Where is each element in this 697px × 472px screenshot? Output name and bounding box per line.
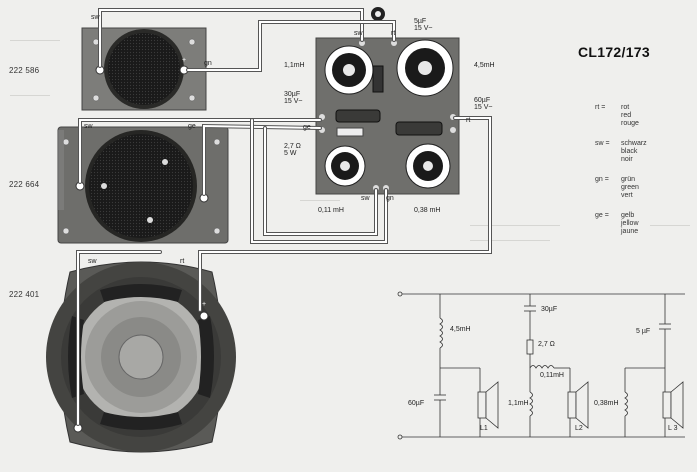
wire-label-tweeter-sw: sw: [91, 14, 100, 21]
legend-key: rt =: [595, 104, 606, 111]
legend-value: jaune: [621, 228, 639, 235]
wire-label-mid-sw: sw: [84, 123, 93, 130]
board-l45-label: 4,5mH: [474, 62, 495, 69]
schematic: [397, 291, 685, 440]
schematic-l2-series-ind: 0,11mH: [540, 372, 564, 379]
wire-label-board-ge: ge: [303, 124, 311, 131]
schematic-l2-res: 2,7 Ω: [538, 341, 555, 348]
schematic-l2-shunt-ind: 1,1mH: [508, 400, 529, 407]
legend-value: vert: [621, 192, 633, 199]
legend-key: sw =: [595, 140, 610, 147]
part-number-tweeter: 222 586: [9, 66, 40, 75]
legend-value: rot: [621, 104, 630, 111]
woofer-speaker: +: [46, 261, 236, 453]
board-res27-power: 5 W: [284, 150, 297, 157]
board-cap30-voltage: 15 V~: [284, 98, 303, 105]
schematic-l1-name: L1: [480, 425, 488, 432]
crossover-board: [315, 7, 460, 195]
schematic-l3-name: L 3: [668, 425, 678, 432]
legend-value: green: [621, 184, 639, 191]
legend-value: grün: [621, 176, 636, 183]
schematic-l2-cap: 30µF: [541, 306, 558, 313]
legend-value: black: [621, 148, 638, 155]
legend-value: jellow: [621, 220, 639, 227]
tweeter-speaker: +: [81, 27, 207, 111]
wire-label-board-rt-right: rt: [466, 117, 471, 124]
wire-label-board-gn-bottom: gn: [386, 195, 394, 202]
wire-label-board-sw-bottom: sw: [361, 195, 370, 202]
board-l038-label: 0,38 mH: [414, 207, 441, 214]
legend-value: noir: [621, 156, 633, 163]
board-cap30-value: 30µF: [284, 91, 301, 98]
part-number-midrange: 222 664: [9, 180, 40, 189]
legend-value: rouge: [621, 120, 639, 127]
board-cap60-value: 60µF: [474, 97, 491, 104]
board-cap5-value: 5µF: [414, 18, 427, 25]
schematic-l1-cap: 60µF: [408, 400, 425, 407]
midrange-speaker: +: [57, 126, 229, 244]
schematic-l3-cap: 5 µF: [636, 328, 651, 335]
schematic-l2-name: L2: [575, 425, 583, 432]
legend-value: gelb: [621, 212, 635, 219]
wire-label-board-sw-top: sw: [354, 30, 363, 37]
wire-label-woofer-sw: sw: [88, 258, 97, 265]
wires: [76, 8, 492, 426]
board-l011-label: 0,11 mH: [318, 207, 344, 214]
svg-text:+: +: [182, 57, 186, 64]
schematic-l1-inductor: 4,5mH: [450, 326, 471, 333]
model-title: CL172/173: [578, 44, 650, 60]
board-res27-value: 2,7 Ω: [284, 143, 301, 150]
board-cap5-voltage: 15 V~: [414, 25, 433, 32]
part-number-woofer: 222 401: [9, 290, 40, 299]
schematic-l3-ind: 0,38mH: [594, 400, 619, 407]
svg-text:+: +: [202, 301, 206, 308]
wire-label-mid-ge: ge: [188, 123, 196, 130]
wire-label-tweeter-gn: gn: [204, 60, 212, 67]
board-cap60-voltage: 15 V~: [474, 104, 493, 111]
wire-label-board-rt-top: rt: [391, 30, 396, 37]
wire-label-woofer-rt: rt: [180, 258, 185, 265]
legend-value: red: [621, 112, 632, 119]
legend-value: schwarz: [621, 140, 647, 147]
legend-key: ge =: [595, 212, 609, 219]
board-l11-label: 1,1mH: [284, 62, 305, 69]
legend-key: gn =: [595, 176, 609, 183]
